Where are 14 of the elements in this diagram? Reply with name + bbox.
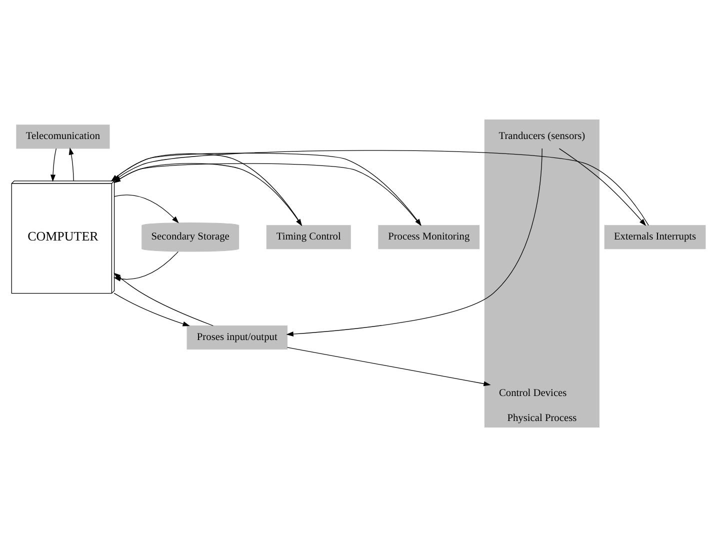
node-box: Proses input/output	[186, 326, 288, 350]
arrow	[286, 347, 491, 386]
arrow	[286, 148, 542, 337]
node-box: Timing Control	[266, 225, 351, 250]
arrow	[114, 292, 190, 326]
arrow	[50, 148, 57, 182]
node-box: Externals Interrupts	[604, 225, 706, 250]
arrow	[558, 148, 646, 226]
arrow	[68, 148, 74, 182]
arrow	[114, 194, 179, 224]
node-text: Tranducers (sensors)	[498, 131, 586, 142]
node-text: Control Devices	[498, 388, 567, 399]
node-box: Telecomunication	[16, 124, 110, 149]
node-box: Process Monitoring	[378, 225, 480, 250]
